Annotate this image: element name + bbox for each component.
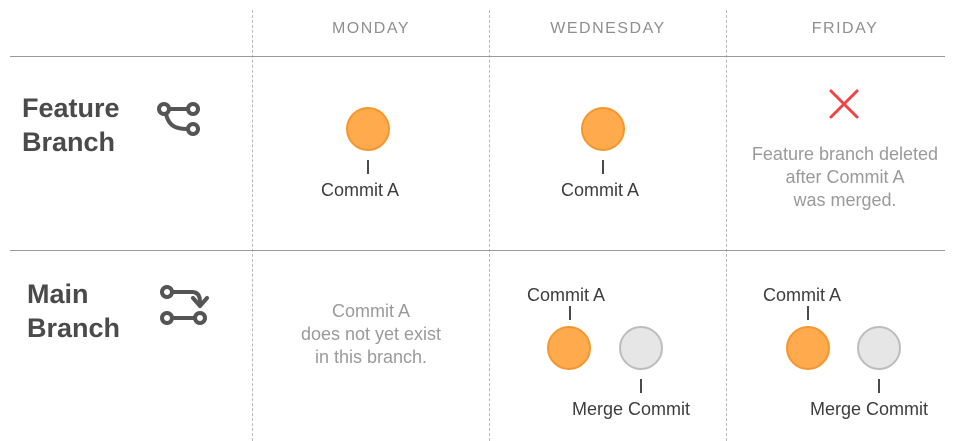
main-wednesday-commit-a-node xyxy=(547,326,591,370)
main-wednesday-merge-label: Merge Commit xyxy=(572,399,691,419)
feature-friday-note-line2: after Commit A xyxy=(785,167,905,187)
column-divider-1 xyxy=(252,10,253,441)
feature-monday-commit-label: Commit A xyxy=(321,180,400,200)
feature-wednesday-commit-label: Commit A xyxy=(561,180,640,200)
main-wednesday-commit-label: Commit A xyxy=(527,285,606,305)
column-divider-3 xyxy=(726,10,727,441)
feature-friday-note-line1: Feature branch deleted xyxy=(751,144,939,164)
main-friday-merge-connector xyxy=(878,379,880,393)
feature-wednesday-connector xyxy=(602,160,604,174)
row-divider xyxy=(10,250,945,251)
git-branch-icon xyxy=(157,102,200,136)
header-friday: FRIDAY xyxy=(811,20,879,37)
main-monday-note-line2: does not yet exist xyxy=(300,324,442,344)
header-monday: MONDAY xyxy=(331,20,411,37)
main-monday-note-line1: Commit A xyxy=(331,301,410,321)
column-divider-2 xyxy=(489,10,490,441)
close-icon xyxy=(829,89,859,119)
feature-wednesday-commit-a-node xyxy=(581,107,625,151)
feature-friday-note-line3: was merged. xyxy=(793,190,897,210)
main-wednesday-commit-connector xyxy=(569,306,571,320)
main-wednesday-merge-commit-node xyxy=(619,326,663,370)
main-friday-merge-commit-node xyxy=(857,326,901,370)
feature-monday-connector xyxy=(367,160,369,174)
main-monday-note-line3: in this branch. xyxy=(314,347,428,367)
main-wednesday-merge-connector xyxy=(640,379,642,393)
feature-monday-commit-a-node xyxy=(346,107,390,151)
main-friday-commit-a-node xyxy=(786,326,830,370)
main-branch-title-line1: Main xyxy=(27,279,89,309)
header-divider xyxy=(10,56,945,57)
main-friday-merge-label: Merge Commit xyxy=(810,399,929,419)
feature-friday-deleted-note: Feature branch deleted after Commit A wa… xyxy=(727,143,955,212)
header-wednesday: WEDNESDAY xyxy=(550,20,666,37)
feature-branch-title: Feature Branch xyxy=(22,91,120,159)
main-monday-note: Commit A does not yet exist in this bran… xyxy=(253,300,489,369)
feature-branch-title-line2: Branch xyxy=(22,127,116,157)
main-friday-commit-connector xyxy=(807,306,809,320)
main-friday-commit-label: Commit A xyxy=(763,285,842,305)
main-branch-title-line2: Branch xyxy=(27,313,121,343)
git-merge-icon xyxy=(160,285,209,325)
main-branch-title: Main Branch xyxy=(27,277,120,345)
feature-branch-title-line1: Feature xyxy=(22,93,120,123)
